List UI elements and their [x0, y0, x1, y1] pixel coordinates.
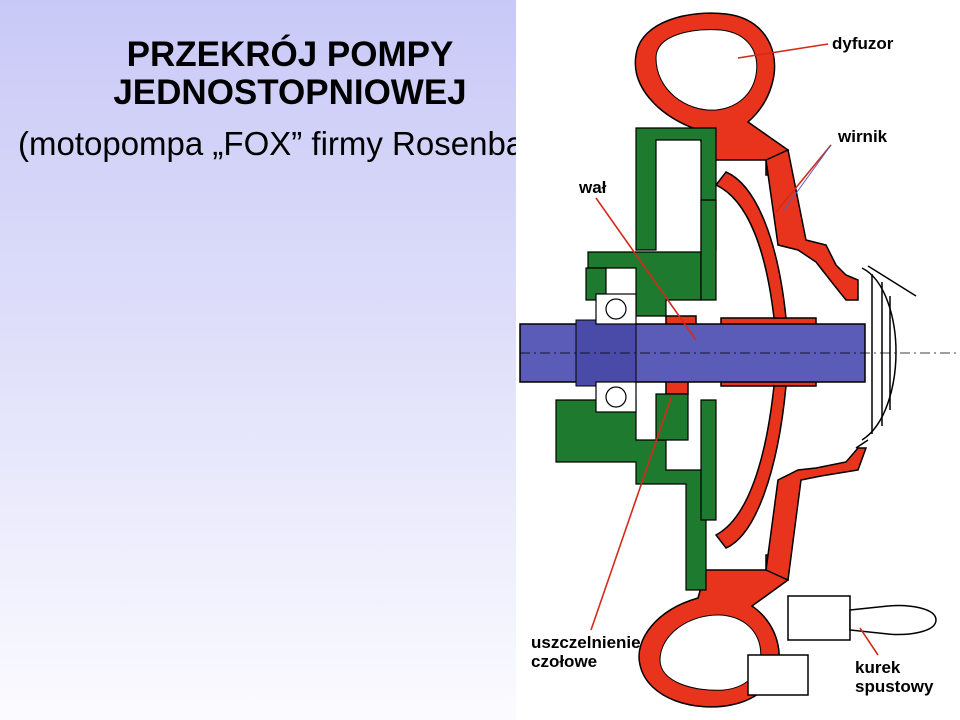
ball-bearings — [595, 293, 637, 413]
label-wal: wał — [579, 178, 607, 197]
leader-wirnik — [775, 144, 832, 213]
slide-title: PRZEKRÓJ POMPY JEDNOSTOPNIOWEJ — [0, 36, 580, 112]
label-drain: kurek spustowy — [855, 658, 933, 696]
label-drain-line-2: spustowy — [855, 677, 934, 696]
slide-subtitle: (motopompa „FOX” firmy Rosenbauer) — [18, 125, 583, 162]
title-line-2: JEDNOSTOPNIOWEJ — [113, 73, 467, 112]
label-seal: uszczelnienie czołowe — [531, 633, 641, 671]
title-line-1: PRZEKRÓJ POMPY — [126, 35, 454, 74]
label-drain-line-1: kurek — [855, 658, 901, 677]
leader-lines — [590, 43, 879, 656]
label-wirnik: wirnik — [838, 127, 888, 146]
bearing-housing — [555, 127, 717, 591]
leader-seal — [590, 397, 672, 631]
label-seal-line-1: uszczelnienie — [531, 633, 641, 652]
label-dyfuzor: dyfuzor — [832, 34, 894, 53]
leader-drain — [859, 627, 879, 656]
leader-wirnik-shadow — [783, 144, 832, 211]
inlet-strainer — [855, 265, 917, 449]
leader-wal — [595, 197, 697, 341]
drain-valve — [747, 595, 937, 696]
label-seal-line-2: czołowe — [531, 652, 598, 671]
volute-passages — [655, 29, 762, 691]
pump-cross-section-diagram: dyfuzor wirnik wał uszczelnienie czołowe… — [516, 0, 960, 720]
leader-dyfuzor — [737, 43, 829, 59]
pump-drawing — [519, 12, 956, 708]
